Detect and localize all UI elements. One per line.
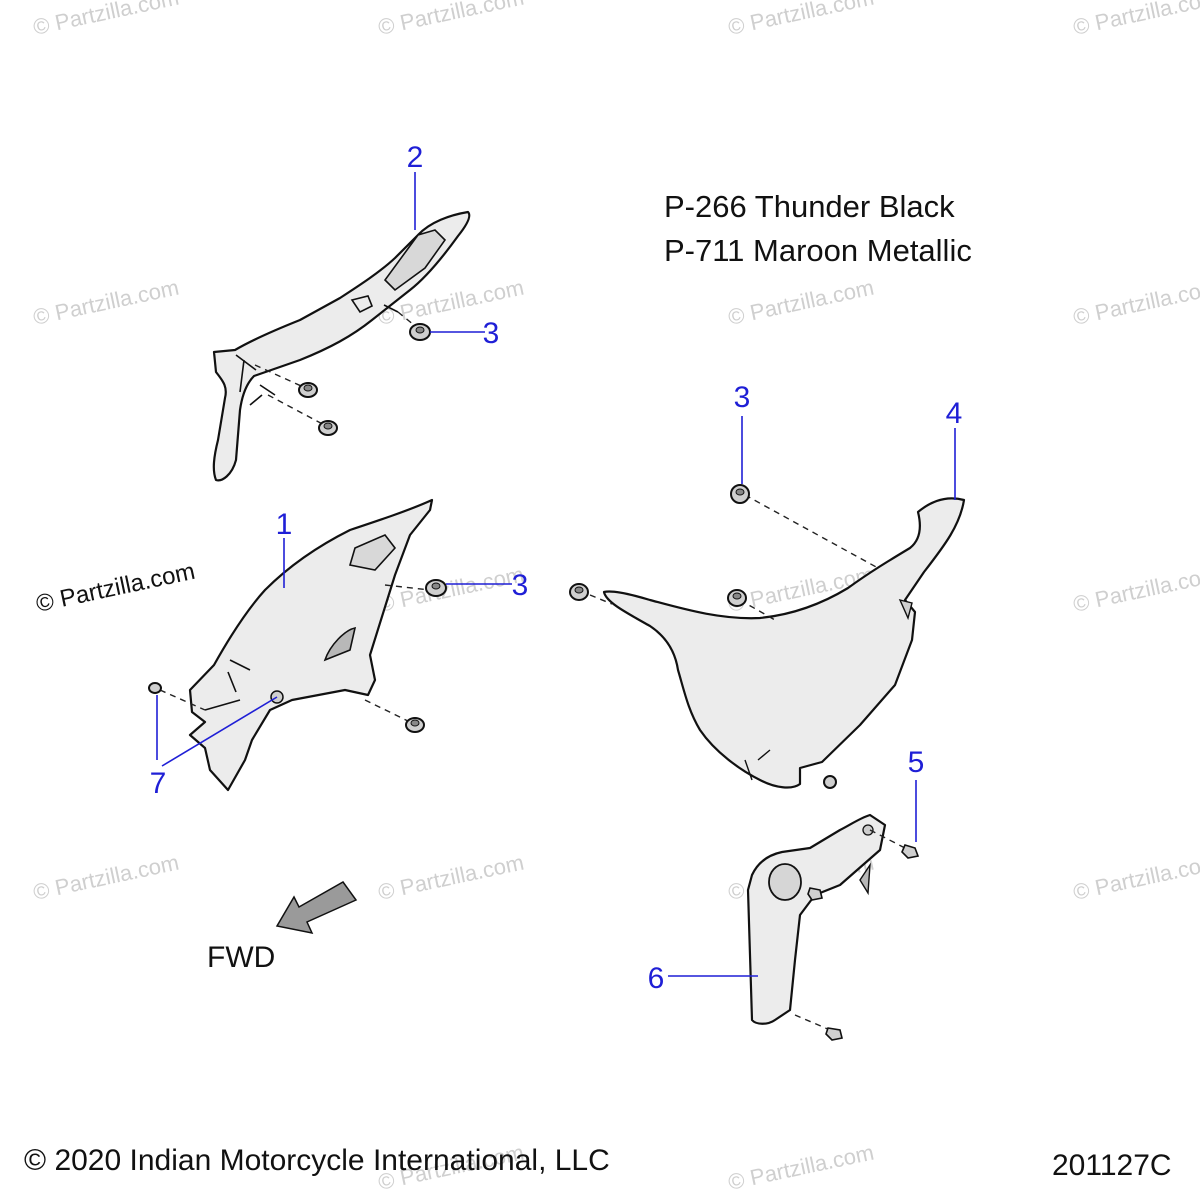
part-1-left-cover[interactable] bbox=[188, 498, 434, 792]
watermark-prominent: © Partzilla.com bbox=[34, 558, 198, 618]
screw-7[interactable] bbox=[148, 682, 162, 694]
paint-code-line-2: P-711 Maroon Metallic bbox=[664, 233, 972, 268]
callout-3-mid[interactable]: 3 bbox=[512, 569, 529, 602]
callout-6[interactable]: 6 bbox=[648, 962, 665, 995]
part-4-right-cover[interactable] bbox=[602, 497, 966, 789]
grommet-right-small[interactable] bbox=[823, 775, 837, 789]
grommet-right-left[interactable] bbox=[569, 583, 589, 601]
screw-6-bottom[interactable] bbox=[825, 1027, 843, 1041]
leader-lines bbox=[156, 172, 956, 977]
watermark: © Partzilla.com bbox=[1071, 562, 1200, 617]
forward-arrow-icon bbox=[275, 881, 358, 935]
watermark: © Partzilla.com bbox=[31, 275, 181, 330]
part-6-lower-cover[interactable] bbox=[746, 813, 887, 1025]
watermark: © Partzilla.com bbox=[1071, 850, 1200, 905]
grommet-upper-3[interactable] bbox=[409, 323, 431, 341]
grommet-mid[interactable] bbox=[425, 579, 447, 597]
grommet-upper-2[interactable] bbox=[318, 420, 338, 436]
screw-5[interactable] bbox=[901, 844, 920, 859]
paint-code-line-1: P-266 Thunder Black bbox=[664, 189, 955, 224]
callout-4[interactable]: 4 bbox=[946, 397, 963, 430]
watermark: © Partzilla.com bbox=[1071, 0, 1200, 40]
watermark: © Partzilla.com bbox=[376, 850, 526, 905]
diagram-code: 201127C bbox=[1052, 1149, 1172, 1182]
callout-3-top[interactable]: 3 bbox=[483, 317, 500, 350]
part-2-upper-cover[interactable] bbox=[212, 210, 471, 482]
copyright-text: © 2020 Indian Motorcycle International, … bbox=[24, 1144, 610, 1177]
grommet-lower-left[interactable] bbox=[405, 717, 425, 733]
watermark: © Partzilla.com bbox=[726, 1140, 876, 1195]
grommet-right-mid[interactable] bbox=[727, 589, 747, 607]
callout-5[interactable]: 5 bbox=[908, 746, 925, 779]
fastener-guide-lines bbox=[159, 584, 431, 723]
screw-6-mid[interactable] bbox=[807, 887, 823, 901]
watermark: © Partzilla.com bbox=[376, 0, 526, 40]
watermark: © Partzilla.com bbox=[726, 275, 876, 330]
callout-7[interactable]: 7 bbox=[150, 767, 167, 800]
fastener-guide-lines bbox=[589, 494, 879, 621]
watermark: © Partzilla.com bbox=[726, 0, 876, 40]
callout-2[interactable]: 2 bbox=[407, 141, 424, 174]
watermark: © Partzilla.com bbox=[376, 562, 526, 617]
callout-1[interactable]: 1 bbox=[276, 508, 293, 541]
watermark: © Partzilla.com bbox=[31, 850, 181, 905]
grommet-right-top[interactable] bbox=[730, 484, 750, 504]
callout-3-right[interactable]: 3 bbox=[734, 381, 751, 414]
watermark: © Partzilla.com bbox=[1071, 275, 1200, 330]
grommet-upper-1[interactable] bbox=[298, 382, 318, 398]
fwd-label: FWD bbox=[207, 941, 275, 974]
watermark: © Partzilla.com bbox=[31, 0, 181, 40]
